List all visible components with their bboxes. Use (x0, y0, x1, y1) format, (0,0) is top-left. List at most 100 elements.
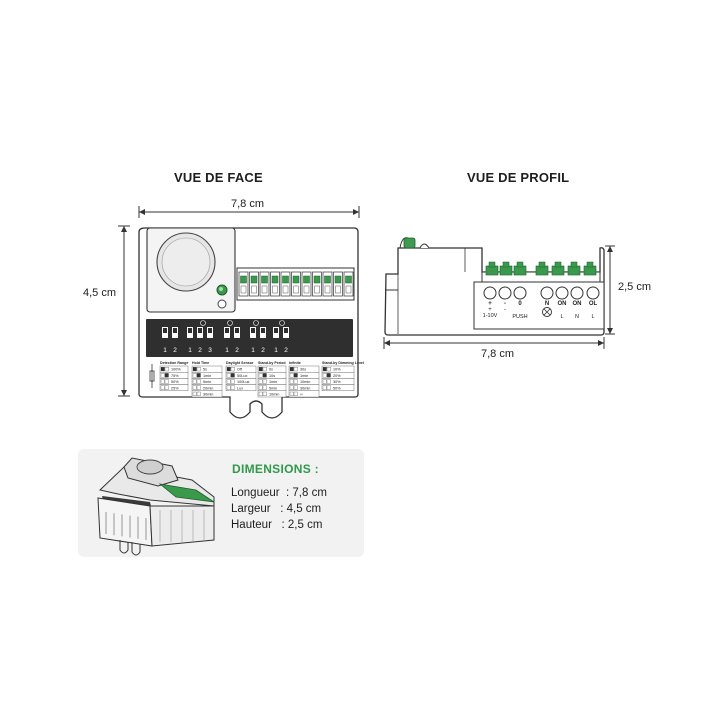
settings-table-value: Lux (237, 386, 243, 390)
profile-width-label: 7,8 cm (481, 348, 515, 360)
dip-switch-number: 1 (188, 347, 192, 354)
settings-table-value: 1min (269, 380, 277, 384)
front-terminal-clamp (270, 271, 280, 297)
dip-switch-number: 3 (208, 347, 212, 354)
dimension-height-label: Hauteur (231, 519, 272, 531)
settings-table-title: Daylight Sensor (226, 361, 254, 365)
setting-icon (279, 320, 285, 326)
dip-switch-number: 2 (261, 347, 265, 354)
dimension-height-value: 2,5 cm (287, 519, 323, 531)
dip-switch: 2 (172, 327, 178, 354)
settings-table-value: 30min (300, 386, 310, 390)
profile-terminal-clamp (567, 261, 581, 276)
front-height-label: 4,5 cm (83, 287, 117, 299)
dip-switch-number: 1 (163, 347, 167, 354)
front-height-dimension (118, 225, 130, 397)
settings-table-title: Detection Range (160, 361, 188, 365)
dip-switch: 2 (283, 327, 289, 354)
profile-terminal: +1-10V (483, 286, 498, 319)
profile-terminal: - (498, 286, 512, 307)
dimension-width-value: 4,5 cm (286, 503, 322, 515)
front-terminal-clamp (301, 271, 312, 297)
lamp-symbol (542, 307, 552, 317)
settings-table-value: 75% (171, 374, 179, 378)
profile-terminal-sublabel: PUSH (512, 314, 527, 320)
front-view-title: VUE DE FACE (174, 170, 263, 185)
svg-text:-: - (504, 307, 506, 313)
front-terminal-clamp (259, 271, 270, 297)
settings-table-value: 50% (333, 386, 341, 390)
dip-switch: 1 (250, 327, 256, 354)
dip-switch: 1 (273, 327, 279, 354)
dimension-length-label: Longueur (231, 487, 280, 499)
settings-table-value: 5min (269, 386, 277, 390)
settings-table-value: 100Lux (237, 380, 250, 384)
dimension-row-height: Hauteur : 2,5 cm (231, 519, 323, 531)
settings-table-value: 30% (333, 380, 341, 384)
setting-icon (227, 320, 233, 326)
dimension-row-width: Largeur : 4,5 cm (231, 503, 322, 515)
profile-terminal-clamp (513, 261, 527, 276)
dip-switch: 1 (162, 327, 168, 354)
dip-switch-number: 1 (225, 347, 229, 354)
profile-terminal-clamp (499, 261, 513, 276)
settings-table-value: 0s (269, 368, 273, 372)
settings-table-title: Infinite (289, 361, 301, 365)
profile-terminal: OL L (586, 286, 600, 320)
front-terminal-clamp (249, 271, 259, 297)
dimension-width-label: Largeur (231, 503, 271, 515)
profile-terminal-label: ON (573, 301, 582, 307)
profile-terminal-clamp (551, 261, 565, 276)
dip-switch-number: 1 (274, 347, 278, 354)
front-terminal-clamp (312, 271, 322, 297)
profile-terminal-label: - (504, 301, 506, 307)
settings-table-value: Off (237, 368, 243, 372)
dip-switch-number: 2 (284, 347, 288, 354)
setting-icon (253, 320, 259, 326)
settings-table-value: 10min (300, 380, 310, 384)
dip-switch-number: 2 (235, 347, 239, 354)
front-width-label: 7,8 cm (231, 198, 265, 210)
dip-switch-number: 1 (251, 347, 255, 354)
settings-table-value: 30min (203, 393, 213, 397)
front-terminal-clamp (322, 271, 333, 297)
profile-height-label: 2,5 cm (618, 281, 652, 293)
settings-table-value: 100% (171, 368, 181, 372)
profile-terminal-sublabel: L (591, 314, 594, 320)
dip-switch: 3 (207, 327, 213, 354)
settings-table-value: 5min (203, 380, 211, 384)
profile-height-dimension (605, 245, 615, 335)
settings-table-value: 25% (171, 386, 179, 390)
settings-table-value: 10% (333, 368, 341, 372)
settings-table-value: 10s (269, 374, 275, 378)
setting-icon (200, 320, 206, 326)
dimension-row-length: Longueur : 7,8 cm (231, 487, 327, 499)
profile-terminal-label: ON (558, 301, 567, 307)
profile-terminal-clamp (583, 261, 597, 276)
front-terminal-clamp (291, 271, 301, 297)
settings-table-value: 50% (171, 380, 179, 384)
settings-table-value: 10min (269, 393, 279, 397)
front-terminal-clamp (333, 271, 343, 297)
settings-table-value: 50Lux (237, 374, 247, 378)
profile-terminal-sublabel: N (575, 314, 579, 320)
dip-switch: 1 (224, 327, 230, 354)
settings-table-title: Stand-by Period (258, 361, 286, 365)
dimensions-title: DIMENSIONS : (232, 462, 319, 476)
svg-text:+: + (488, 307, 492, 313)
settings-table-value: 1min (300, 374, 308, 378)
front-terminal-block (236, 267, 355, 301)
front-terminal-clamp (238, 271, 249, 297)
settings-table-value: 20min (203, 386, 213, 390)
profile-terminal-label: OL (589, 301, 598, 307)
settings-table-title: Stand-by Dimming Level (322, 361, 364, 365)
settings-table-value: 5s (203, 368, 207, 372)
front-width-dimension (138, 206, 360, 218)
settings-table-value: 1min (203, 374, 211, 378)
